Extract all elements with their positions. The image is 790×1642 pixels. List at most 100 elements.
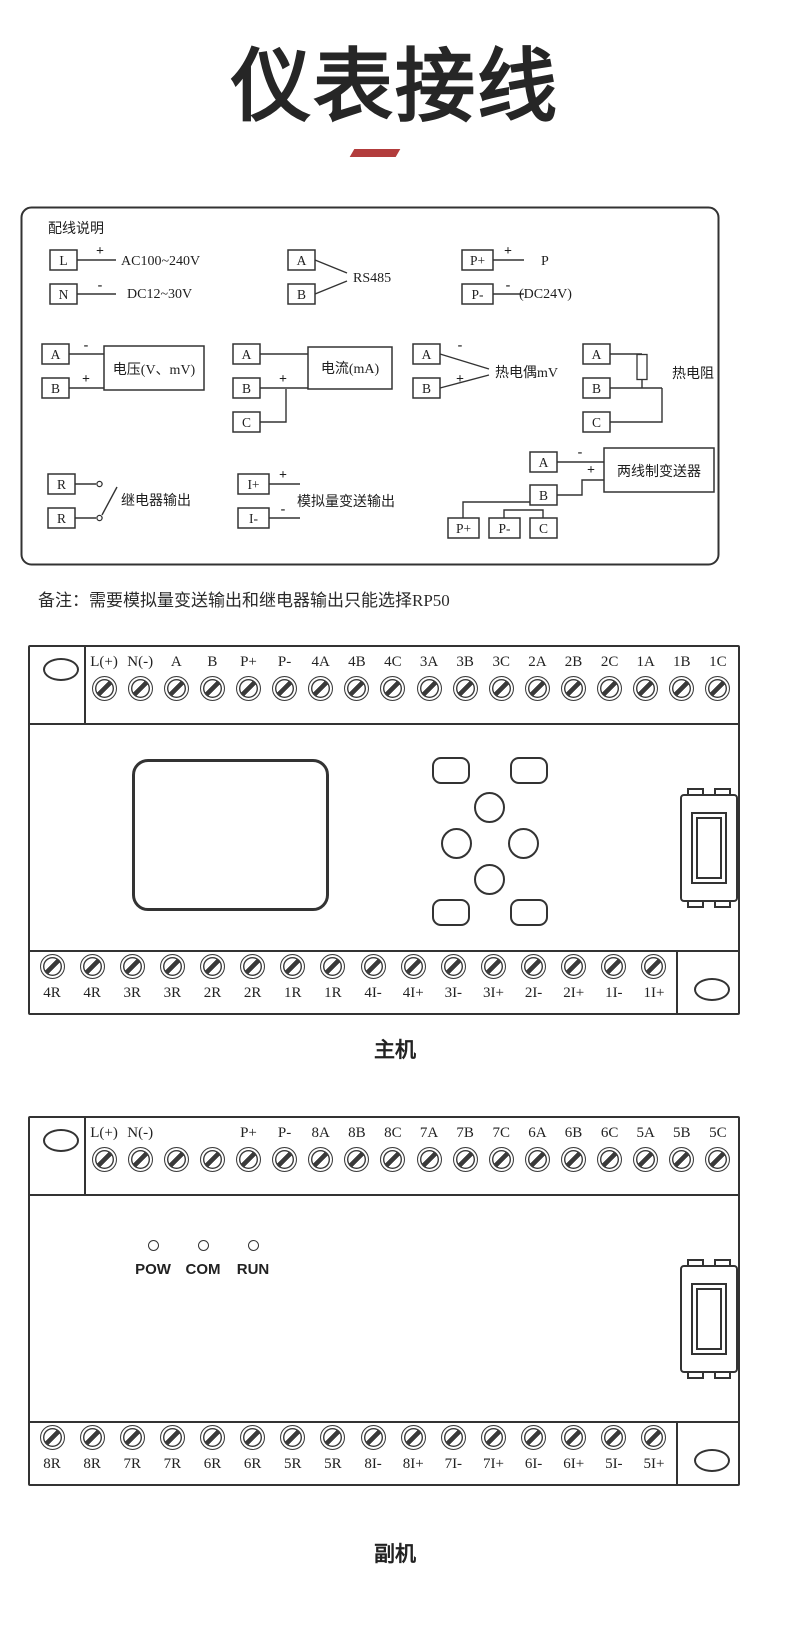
relay-contact — [96, 514, 103, 522]
terminal-cell: 3C — [483, 653, 519, 719]
sub-unit-caption: 副机 — [374, 1543, 416, 1566]
terminal-cell: 8A — [303, 1124, 339, 1190]
terminal-label: A — [51, 347, 61, 362]
terminal-label: B — [297, 287, 306, 302]
bottom-terminal-strip: 8R 8R 7R 7R 6R 6R 5R 5R 8I- 8I+ 7I- 7I+ … — [32, 1425, 674, 1473]
terminal-cell: 7R — [112, 1425, 152, 1473]
terminal-label: 2R — [243, 985, 262, 1001]
screw-icon — [119, 1425, 145, 1450]
terminal-label: R — [57, 477, 66, 492]
power-range-ac: AC100~240V — [121, 254, 200, 269]
terminal-label: 6I- — [524, 1456, 543, 1472]
terminal-label: L — [59, 253, 67, 268]
screw-icon — [400, 1425, 426, 1450]
led-dot-icon — [247, 1240, 259, 1251]
screw-icon — [416, 676, 442, 701]
side-connector — [680, 1259, 738, 1379]
plus-sign: + — [587, 463, 595, 478]
thermocouple-label: 热电偶mV — [495, 365, 558, 381]
rtd-label: 热电阻 — [672, 366, 714, 382]
terminal-label: 6C — [600, 1125, 619, 1141]
terminal-label: C — [539, 521, 548, 536]
terminal-label: L(+) — [90, 1125, 118, 1141]
terminal-label: 7I- — [444, 1456, 463, 1472]
terminal-cell: 7R — [152, 1425, 192, 1473]
screw-icon — [521, 1425, 547, 1450]
screw-icon — [480, 1425, 506, 1450]
terminal-label: 3C — [492, 654, 511, 670]
terminal-label: B — [422, 381, 431, 396]
terminal-cell: 1I+ — [634, 954, 674, 1002]
divider — [84, 647, 86, 723]
terminal-cell: 4I+ — [393, 954, 433, 1002]
terminal-label: 7I+ — [482, 1456, 504, 1472]
connector-tab — [687, 1259, 704, 1267]
terminal-label: P- — [498, 521, 511, 536]
terminal-label: 7B — [456, 1125, 474, 1141]
screw-icon — [380, 676, 406, 701]
minus-sign: - — [281, 502, 286, 517]
terminal-cell: 8R — [72, 1425, 112, 1473]
screw-icon — [601, 954, 627, 979]
function-key — [432, 899, 470, 926]
terminal-cell: 1I- — [594, 954, 634, 1002]
lcd-display — [132, 759, 329, 911]
minus-sign: - — [458, 338, 463, 353]
terminal-cell: 3I+ — [473, 954, 513, 1002]
terminal-cell — [194, 1124, 230, 1190]
terminal-cell: 6B — [555, 1124, 591, 1190]
screw-icon — [524, 676, 550, 701]
divider — [676, 950, 678, 1014]
screw-icon — [91, 676, 117, 701]
terminal-cell: 6I- — [514, 1425, 554, 1473]
terminal-cell: 2A — [519, 653, 555, 719]
screw-icon — [452, 1147, 478, 1172]
screw-icon — [669, 676, 695, 701]
terminal-label: 1B — [673, 654, 691, 670]
terminal-label: 6R — [243, 1456, 262, 1472]
wire — [314, 280, 348, 295]
screw-icon — [320, 954, 346, 979]
terminal-cell: L(+) — [86, 653, 122, 719]
terminal-cell: B — [194, 653, 230, 719]
terminal-cell: 6I+ — [554, 1425, 594, 1473]
terminal-cell: N(-) — [122, 653, 158, 719]
terminal-label: B — [207, 654, 218, 670]
terminal-label: 5A — [636, 1125, 655, 1141]
screw-icon — [272, 1147, 298, 1172]
screw-icon — [633, 1147, 659, 1172]
terminal-label: 6R — [203, 1456, 222, 1472]
terminal-label: 5I- — [605, 1456, 623, 1472]
terminal-label: 8I+ — [402, 1456, 424, 1472]
terminal-label: L(+) — [90, 654, 118, 670]
terminal-label: 4C — [384, 654, 402, 670]
divider — [30, 950, 738, 952]
screw-icon — [127, 676, 153, 701]
top-terminal-strip: L(+) N(-) P+ P- 8A 8B 8C 7A 7B 7C 6A 6B … — [86, 1124, 736, 1190]
terminal-label: 7A — [419, 1125, 439, 1141]
terminal-label: 4I+ — [402, 985, 424, 1001]
terminal-label: P- — [277, 1125, 292, 1141]
terminal-label: A — [242, 347, 252, 362]
sub-unit-panel: L(+) N(-) P+ P- 8A 8B 8C 7A 7B 7C 6A 6B … — [28, 1116, 740, 1486]
terminal-label: P+ — [240, 654, 257, 670]
terminal-label: 3I+ — [482, 985, 504, 1001]
terminal-label: 1R — [284, 985, 302, 1001]
terminal-cell: 5I- — [594, 1425, 634, 1473]
right-key — [508, 828, 539, 859]
terminal-label: A — [170, 654, 182, 670]
wire — [610, 388, 663, 423]
terminal-label: 7C — [492, 1125, 511, 1141]
screw-icon — [308, 1147, 334, 1172]
divider — [30, 1421, 738, 1423]
terminal-cell: 5C — [700, 1124, 736, 1190]
terminal-label: I+ — [247, 477, 259, 492]
terminal-label: 8C — [384, 1125, 402, 1141]
page-title: 仪表接线 — [231, 42, 559, 131]
screw-icon — [79, 954, 105, 979]
screw-icon — [601, 1425, 627, 1450]
terminal-cell: 5B — [664, 1124, 700, 1190]
terminal-label: 2I+ — [563, 985, 585, 1001]
screw-icon — [39, 1425, 65, 1450]
screw-icon — [240, 954, 266, 979]
